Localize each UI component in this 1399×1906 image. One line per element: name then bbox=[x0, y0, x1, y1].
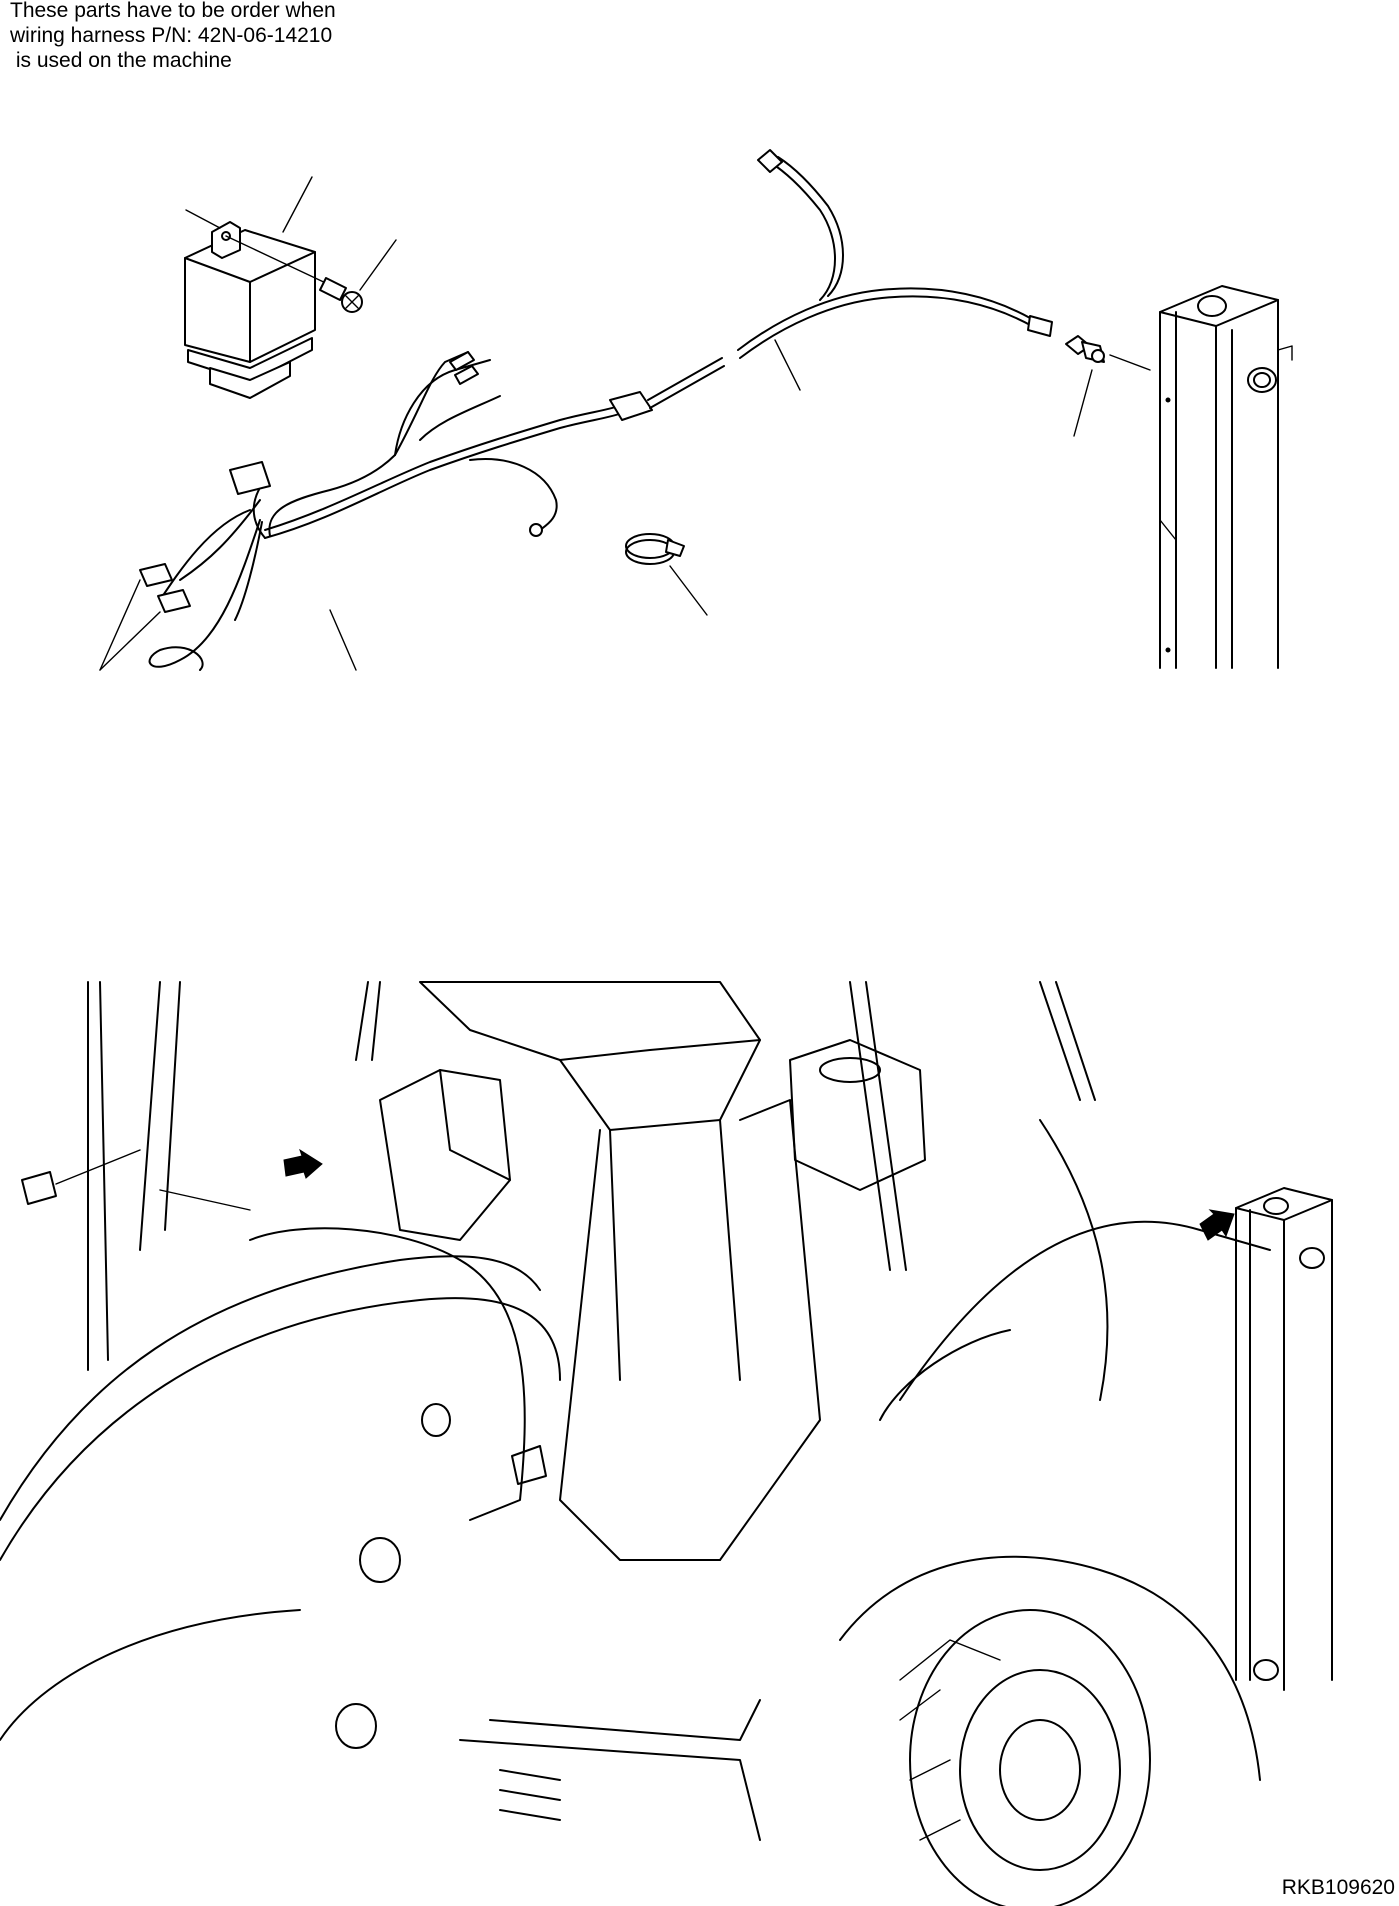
switch bbox=[1065, 335, 1105, 363]
cable-leader bbox=[774, 339, 801, 391]
cable-clamp bbox=[625, 533, 685, 565]
relay-unit bbox=[184, 221, 316, 399]
post-leader bbox=[1109, 354, 1151, 371]
order-note: These parts have to be order when wiring… bbox=[10, 0, 336, 73]
note-line-3: is used on the machine bbox=[10, 49, 232, 72]
harness-leader bbox=[329, 609, 357, 671]
rear-post-top bbox=[1159, 285, 1293, 669]
connectors-leader-1 bbox=[99, 579, 141, 671]
machine-rear-view bbox=[0, 981, 1333, 1906]
connectors-leader-2 bbox=[99, 611, 161, 671]
relay-leader-left bbox=[185, 209, 221, 229]
switch-leader bbox=[1073, 369, 1093, 437]
screw-leader bbox=[359, 239, 397, 291]
relay-leader bbox=[282, 176, 313, 233]
note-line-2: wiring harness P/N: 42N-06-14210 bbox=[10, 24, 333, 47]
drawing-code: RKB109620 bbox=[1281, 1876, 1395, 1899]
wiring-harness bbox=[139, 149, 1053, 671]
note-line-1: These parts have to be order when bbox=[10, 0, 336, 22]
clamp-leader bbox=[669, 565, 708, 616]
screw bbox=[225, 235, 363, 313]
arrow-left-location bbox=[283, 1148, 323, 1179]
arrow-right-location bbox=[1199, 1209, 1235, 1241]
